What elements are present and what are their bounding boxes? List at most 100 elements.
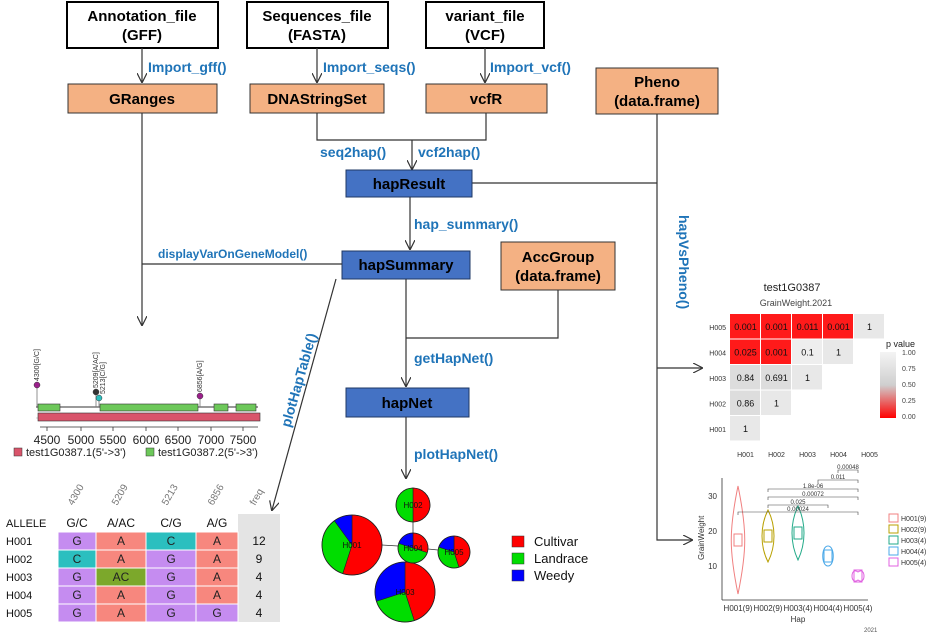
pvalue-bracket [837,469,859,473]
hap-cell-text: G [72,570,81,584]
position-header: 6856 [206,482,227,507]
position-header: 5213 [160,482,181,507]
pheno-title: Pheno [634,74,680,91]
heatmap-col-label: H004 [830,452,847,459]
hap-cell-text: A [213,570,221,584]
heatmap-legend-tick: 0.25 [902,398,916,405]
hap-cell-text: A [117,552,125,566]
heatmap-col-label: H003 [799,452,816,459]
position-header: 5209 [110,482,131,507]
hap-cell-text: A [117,588,125,602]
heatmap-cell-value: 0.001 [827,322,850,332]
variant-label: 6856[A/G] [197,360,204,392]
hap-cell-text: G [166,570,175,584]
heatmap-cell-value: 0.025 [734,347,757,357]
hap-vs-pheno-label: hapVsPheno() [676,215,692,309]
hap-cell-text: A [117,534,125,548]
axis-tick-label: 6500 [165,433,192,447]
violin-box [823,549,833,563]
heatmap-col-label: H005 [861,452,878,459]
heatmap-legend-tick: 0.50 [902,382,916,389]
net-node-label: H003 [395,588,415,597]
allele-text: C/G [160,516,181,530]
violin-box [853,569,863,583]
transcript-1-bar [37,412,261,422]
granges-label: GRanges [109,91,175,108]
position-header: 4300 [66,482,87,507]
legend-label: test1G0387.1(5'->3') [26,447,126,459]
axis-tick-label: 6000 [133,433,160,447]
input-gff-box: Annotation_file (GFF) [66,1,219,49]
import-seqs-label: Import_seqs() [323,59,416,75]
hapresult-box: hapResult [345,169,473,198]
legend-swatch [13,447,23,457]
hap-row-label: H001 [6,536,32,548]
pvalue-label: 0.011 [831,475,846,481]
fasta-title: Sequences_file [262,8,371,25]
heatmap-cell [823,314,853,339]
heatmap-row-label: H001 [709,427,726,434]
heatmap-cell [823,339,853,364]
heatmap-col-label: H001 [737,452,754,459]
heatmap-title: test1G0387 [764,282,821,294]
net-node [437,535,471,569]
seq-vcf-connectors [142,113,692,540]
heatmap-col-label: H002 [768,452,785,459]
freq-value: 4 [256,606,263,620]
hap-cell-text: G [72,606,81,620]
input-vcf-box: variant_file (VCF) [425,1,545,49]
net-node-label: H004 [403,544,423,553]
net-node [374,561,436,623]
violin-x-tick: H001(9) [724,604,753,613]
hap-cell-text: A [117,606,125,620]
pvalue-label: 0.025 [790,500,806,506]
dnastringset-label: DNAStringSet [267,91,366,108]
violin-x-label: Hap [791,615,806,624]
heatmap-cell-value: 0.1 [801,347,814,357]
net-edge [427,548,439,551]
hap-cell-text: G [72,534,81,548]
net-legend-swatch [511,569,525,582]
import-vcf-label: Import_vcf() [490,59,571,75]
net-legend-label: Cultivar [534,534,579,549]
net-node [321,514,383,576]
violin-y-tick: 20 [708,527,717,536]
heatmap-subtitle: GrainWeight.2021 [760,298,832,308]
violin-x-tick: H002(9) [754,604,783,613]
vcfr-label: vcfR [470,91,503,108]
axis-tick-label: 5000 [68,433,95,447]
transcript-2-exon [37,403,61,412]
violin-legend-label: H004(4) [901,549,926,556]
transcript-2-exon [99,403,199,412]
heatmap-row-label: H002 [709,401,726,408]
gff-format: (GFF) [122,27,162,44]
violin-shape [851,570,865,582]
violin-legend-label: H002(9) [901,527,926,534]
hap-cell-text: AC [113,570,130,584]
heatmap-cell-value: 0.691 [765,373,788,383]
violin-box [763,529,773,543]
pvalue-label: 0.00072 [802,492,824,498]
variant-label: 4300[G/C] [34,349,41,381]
heatmap-legend-title: p value [886,339,915,349]
hap-row-label: H003 [6,572,32,584]
freq-value: 12 [252,534,266,548]
freq-column [238,514,280,622]
freq-value: 4 [256,570,263,584]
heatmap-row-label: H005 [709,325,726,332]
violin-legend-label: H003(4) [901,538,926,545]
fasta-format: (FASTA) [288,27,346,44]
heatmap-cell-value: 1 [805,373,810,383]
hap-cell-text: A [213,534,221,548]
hapnet-box: hapNet [345,387,470,418]
pheno-box: Pheno (data.frame) [595,67,719,115]
pvalue-bracket [817,479,859,483]
violin-legend-swatch [888,535,899,545]
heatmap-cell [854,314,884,339]
violin-shape [730,485,746,595]
heatmap-cell [730,339,760,364]
granges-box: GRanges [67,83,218,114]
